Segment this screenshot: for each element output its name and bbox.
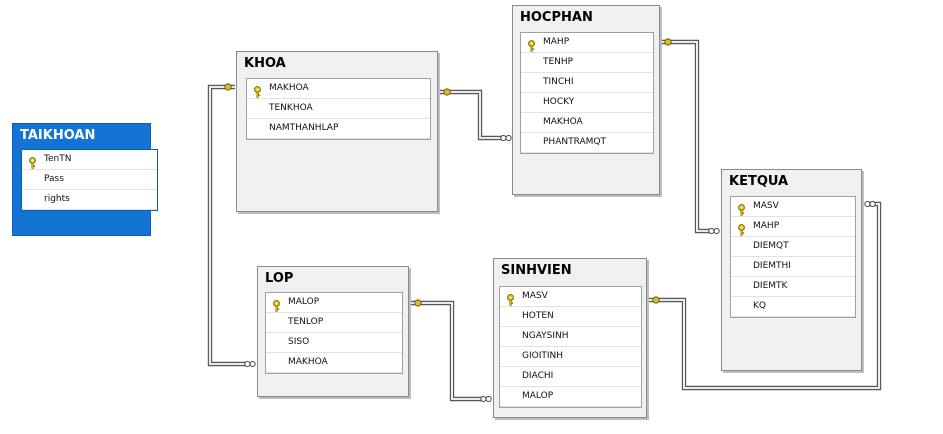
- column-row[interactable]: TINCHI: [521, 73, 653, 93]
- primary-key-icon: [506, 291, 515, 306]
- one-end-key-icon: [664, 38, 672, 46]
- table-lop[interactable]: LOP MALOP TENLOP SISO MAKHOA: [257, 266, 409, 397]
- relationship-sinhvien-ketqua[interactable]: [649, 201, 882, 391]
- column-row[interactable]: DIEMQT: [731, 237, 855, 257]
- primary-key-icon: [527, 37, 536, 52]
- column-row[interactable]: MALOP: [266, 293, 402, 313]
- column-row[interactable]: TENLOP: [266, 313, 402, 333]
- column-row[interactable]: MAHP: [731, 217, 855, 237]
- column-name: HOCKY: [543, 97, 575, 107]
- column-row[interactable]: MALOP: [500, 387, 641, 407]
- column-list: MASV HOTEN NGAYSINH GIOITINH DIACHI MALO…: [499, 286, 642, 408]
- primary-key-icon: [272, 297, 281, 312]
- relationship-hocphan-ketqua[interactable]: [662, 39, 712, 234]
- column-name: MAHP: [753, 221, 780, 231]
- one-end-key-icon: [414, 299, 422, 307]
- table-khoa[interactable]: KHOA MAKHOA TENKHOA NAMTHANHLAP: [236, 51, 438, 212]
- many-end-icon: [500, 134, 512, 142]
- table-title: HOCPHAN: [520, 10, 593, 25]
- one-end-key-icon: [443, 88, 451, 96]
- table-title: KETQUA: [729, 174, 789, 189]
- column-name: MASV: [753, 201, 779, 211]
- table-sinhvien[interactable]: SINHVIEN MASV HOTEN NGAYSINH GIOITINH DI…: [493, 258, 647, 418]
- many-end-icon: [244, 360, 256, 368]
- column-list: TenTN Pass rights: [21, 149, 158, 211]
- column-row[interactable]: GIOITINH: [500, 347, 641, 367]
- many-end-icon: [480, 395, 492, 403]
- table-title: LOP: [265, 271, 294, 286]
- column-name: HOTEN: [522, 311, 554, 321]
- column-row[interactable]: MASV: [500, 287, 641, 307]
- primary-key-icon: [28, 154, 37, 169]
- column-name: TINCHI: [543, 77, 574, 87]
- column-name: MALOP: [288, 297, 320, 307]
- column-name: DIEMTK: [753, 281, 788, 291]
- column-name: NGAYSINH: [522, 331, 569, 341]
- column-name: MAHP: [543, 37, 570, 47]
- column-list: MAKHOA TENKHOA NAMTHANHLAP: [246, 78, 431, 140]
- column-name: SISO: [288, 337, 310, 347]
- column-row[interactable]: MASV: [731, 197, 855, 217]
- column-row[interactable]: TENHP: [521, 53, 653, 73]
- table-hocphan[interactable]: HOCPHAN MAHP TENHP TINCHI HOCKY MAKHOA P…: [512, 5, 660, 195]
- table-ketqua[interactable]: KETQUA MASV MAHP DIEMQT DIEMTHI DIEMTK K…: [721, 169, 862, 371]
- relationship-lop-sinhvien[interactable]: [411, 300, 482, 402]
- column-row[interactable]: MAHP: [521, 33, 653, 53]
- column-row[interactable]: KQ: [731, 297, 855, 317]
- column-row[interactable]: HOCKY: [521, 93, 653, 113]
- column-row[interactable]: MAKHOA: [247, 79, 430, 99]
- relationship-khoa-hocphan[interactable]: [440, 89, 502, 141]
- column-row[interactable]: TENKHOA: [247, 99, 430, 119]
- many-end-icon: [708, 227, 720, 235]
- column-name: Pass: [44, 174, 64, 184]
- column-row[interactable]: SISO: [266, 333, 402, 353]
- column-list: MAHP TENHP TINCHI HOCKY MAKHOA PHANTRAMQ…: [520, 32, 654, 154]
- column-name: TENKHOA: [269, 103, 313, 113]
- column-row[interactable]: DIEMTK: [731, 277, 855, 297]
- column-list: MALOP TENLOP SISO MAKHOA: [265, 292, 403, 374]
- table-taikhoan[interactable]: TAIKHOAN TenTN Pass rights: [12, 123, 158, 236]
- column-row[interactable]: TenTN: [22, 150, 157, 170]
- column-row[interactable]: HOTEN: [500, 307, 641, 327]
- column-name: TENLOP: [288, 317, 324, 327]
- column-row[interactable]: DIACHI: [500, 367, 641, 387]
- table-title: TAIKHOAN: [20, 128, 96, 143]
- column-name: NAMTHANHLAP: [269, 123, 339, 133]
- column-name: KQ: [753, 301, 766, 311]
- table-title: SINHVIEN: [501, 263, 572, 278]
- column-name: MALOP: [522, 391, 554, 401]
- column-row[interactable]: MAKHOA: [266, 353, 402, 373]
- column-name: rights: [44, 194, 70, 204]
- one-end-key-icon: [652, 296, 660, 304]
- column-name: DIEMQT: [753, 241, 789, 251]
- primary-key-icon: [253, 83, 262, 98]
- column-row[interactable]: NGAYSINH: [500, 327, 641, 347]
- column-row[interactable]: PHANTRAMQT: [521, 133, 653, 153]
- column-row[interactable]: Pass: [22, 170, 157, 190]
- primary-key-icon: [737, 221, 746, 236]
- column-row[interactable]: DIEMTHI: [731, 257, 855, 277]
- column-row[interactable]: MAKHOA: [521, 113, 653, 133]
- one-end-key-icon: [224, 83, 232, 91]
- column-name: MAKHOA: [543, 117, 583, 127]
- many-end-icon: [864, 200, 876, 208]
- column-name: MAKHOA: [269, 83, 309, 93]
- column-row[interactable]: NAMTHANHLAP: [247, 119, 430, 139]
- column-name: DIEMTHI: [753, 261, 791, 271]
- column-name: MAKHOA: [288, 357, 328, 367]
- column-row[interactable]: rights: [22, 190, 157, 210]
- relationship-khoa-lop[interactable]: [207, 84, 246, 367]
- primary-key-icon: [737, 201, 746, 216]
- column-name: PHANTRAMQT: [543, 137, 606, 147]
- column-name: TenTN: [44, 154, 72, 164]
- column-name: MASV: [522, 291, 548, 301]
- column-name: TENHP: [543, 57, 574, 67]
- column-list: MASV MAHP DIEMQT DIEMTHI DIEMTK KQ: [730, 196, 856, 318]
- column-name: GIOITINH: [522, 351, 564, 361]
- column-name: DIACHI: [522, 371, 554, 381]
- table-title: KHOA: [244, 56, 286, 71]
